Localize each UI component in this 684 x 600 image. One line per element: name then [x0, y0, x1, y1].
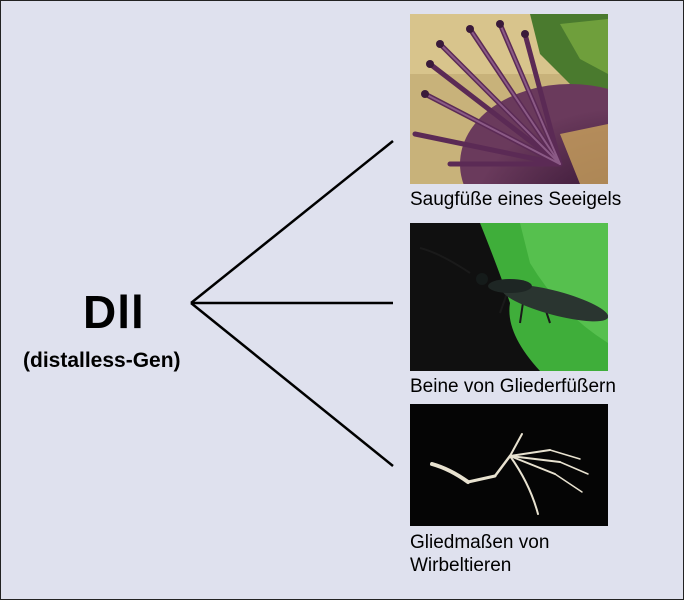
arthropod-legs-photo	[410, 223, 608, 371]
branch-line-top	[190, 140, 394, 304]
caption-sea-urchin: Saugfüße eines Seeigels	[410, 189, 622, 210]
sea-urchin-tube-feet-photo	[410, 14, 608, 184]
gene-symbol: Dll	[83, 286, 145, 338]
branch-line-bottom	[190, 302, 394, 467]
caption-vertebrate-line2: Wirbeltieren	[410, 555, 512, 576]
caption-vertebrate-limbs: Gliedmaßen von Wirbeltieren	[410, 531, 650, 577]
vertebrate-limb-skeleton-photo	[410, 404, 608, 526]
gene-name: (distalless-Gen)	[23, 349, 181, 372]
caption-vertebrate-line1: Gliedmaßen von	[410, 532, 550, 553]
caption-arthropod: Beine von Gliederfüßern	[410, 376, 616, 397]
